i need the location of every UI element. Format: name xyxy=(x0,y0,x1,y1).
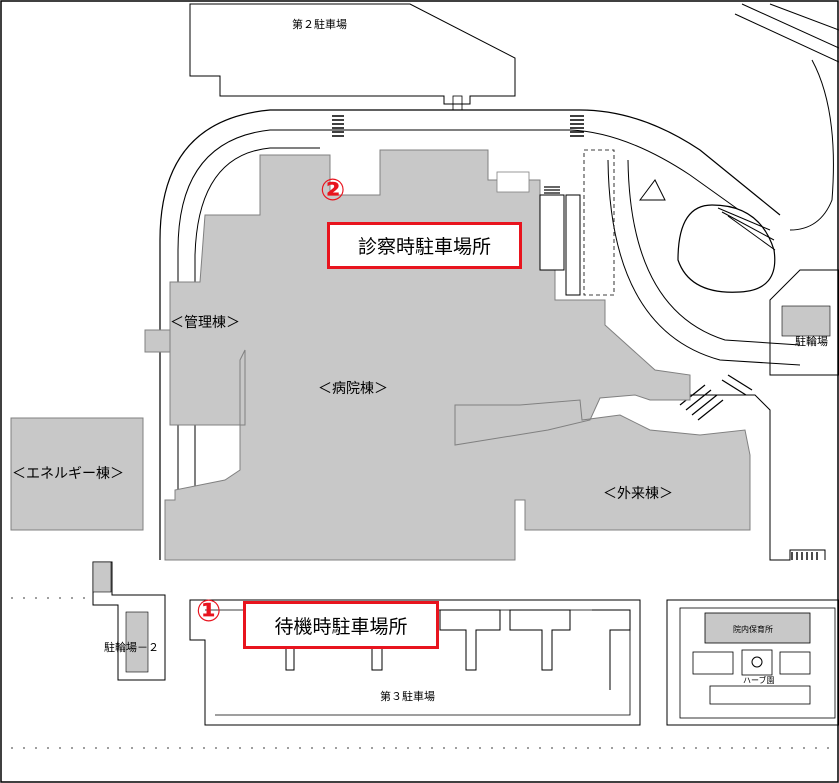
bicycle-parking-2-label: 駐輪場－２ xyxy=(104,640,159,654)
bicycle-parking-2-racks xyxy=(125,611,149,673)
stairs-bottom-right xyxy=(791,552,818,560)
connector-right xyxy=(583,149,615,296)
admin-building-label: ＜管理棟＞ xyxy=(170,315,240,331)
admin-annex xyxy=(144,329,171,353)
crosswalk-top-right xyxy=(570,115,584,137)
herb-garden-label: ハーブ園 xyxy=(743,675,775,685)
roundabout xyxy=(677,204,776,293)
loop-road-inner xyxy=(177,129,761,540)
courtyard-top xyxy=(496,171,530,193)
exam-parking-marker: ② xyxy=(320,173,346,208)
bicycle-parking-label: 駐輪場 xyxy=(795,334,828,348)
parking-2-lot xyxy=(189,3,516,105)
waiting-parking-callout: 待機時駐車場所 xyxy=(243,601,439,649)
road-top-right xyxy=(734,3,839,63)
herb-garden-bed-3 xyxy=(779,651,811,675)
nursery-compound xyxy=(666,599,839,726)
road-right-small xyxy=(639,179,666,201)
nursery-label: 院内保育所 xyxy=(733,624,773,634)
bicycle-parking-2-building xyxy=(92,561,166,681)
road-right-curve xyxy=(607,159,801,366)
road-top-right-curve xyxy=(789,59,834,231)
crosswalk-top-left xyxy=(332,115,344,137)
loop-road-inner2 xyxy=(194,147,320,520)
energy-building-label: ＜エネルギー棟＞ xyxy=(12,466,124,482)
outpatient-building-label: ＜外来棟＞ xyxy=(603,486,673,502)
stairs-tower xyxy=(544,186,560,194)
energy-building xyxy=(10,417,144,531)
exam-parking-callout: 診察時駐車場所 xyxy=(327,222,522,269)
parking-3-label: 第３駐車場 xyxy=(380,689,435,703)
herb-garden-bed xyxy=(692,651,734,675)
bicycle-parking-2-booth xyxy=(92,561,112,593)
nursery-building xyxy=(704,612,811,644)
tower-vertical xyxy=(539,194,565,271)
outpatient-corridor xyxy=(690,394,826,561)
loop-road-outer xyxy=(159,109,781,560)
bicycle-parking-area xyxy=(769,269,839,376)
herb-garden-fountain xyxy=(751,656,763,668)
tower-vertical-2 xyxy=(565,194,581,296)
nursery-compound-inner xyxy=(679,607,836,719)
parking-3-lot xyxy=(189,599,641,726)
parking-2-label: 第２駐車場 xyxy=(292,17,347,31)
waiting-parking-marker: ① xyxy=(196,594,222,629)
roundabout-hatch xyxy=(717,207,776,251)
stairs-connector xyxy=(679,374,753,421)
bicycle-parking-racks xyxy=(781,305,831,337)
herb-garden-bed-2 xyxy=(741,649,773,676)
herb-garden-path xyxy=(709,685,811,705)
hospital-building-label: ＜病院棟＞ xyxy=(318,381,388,397)
